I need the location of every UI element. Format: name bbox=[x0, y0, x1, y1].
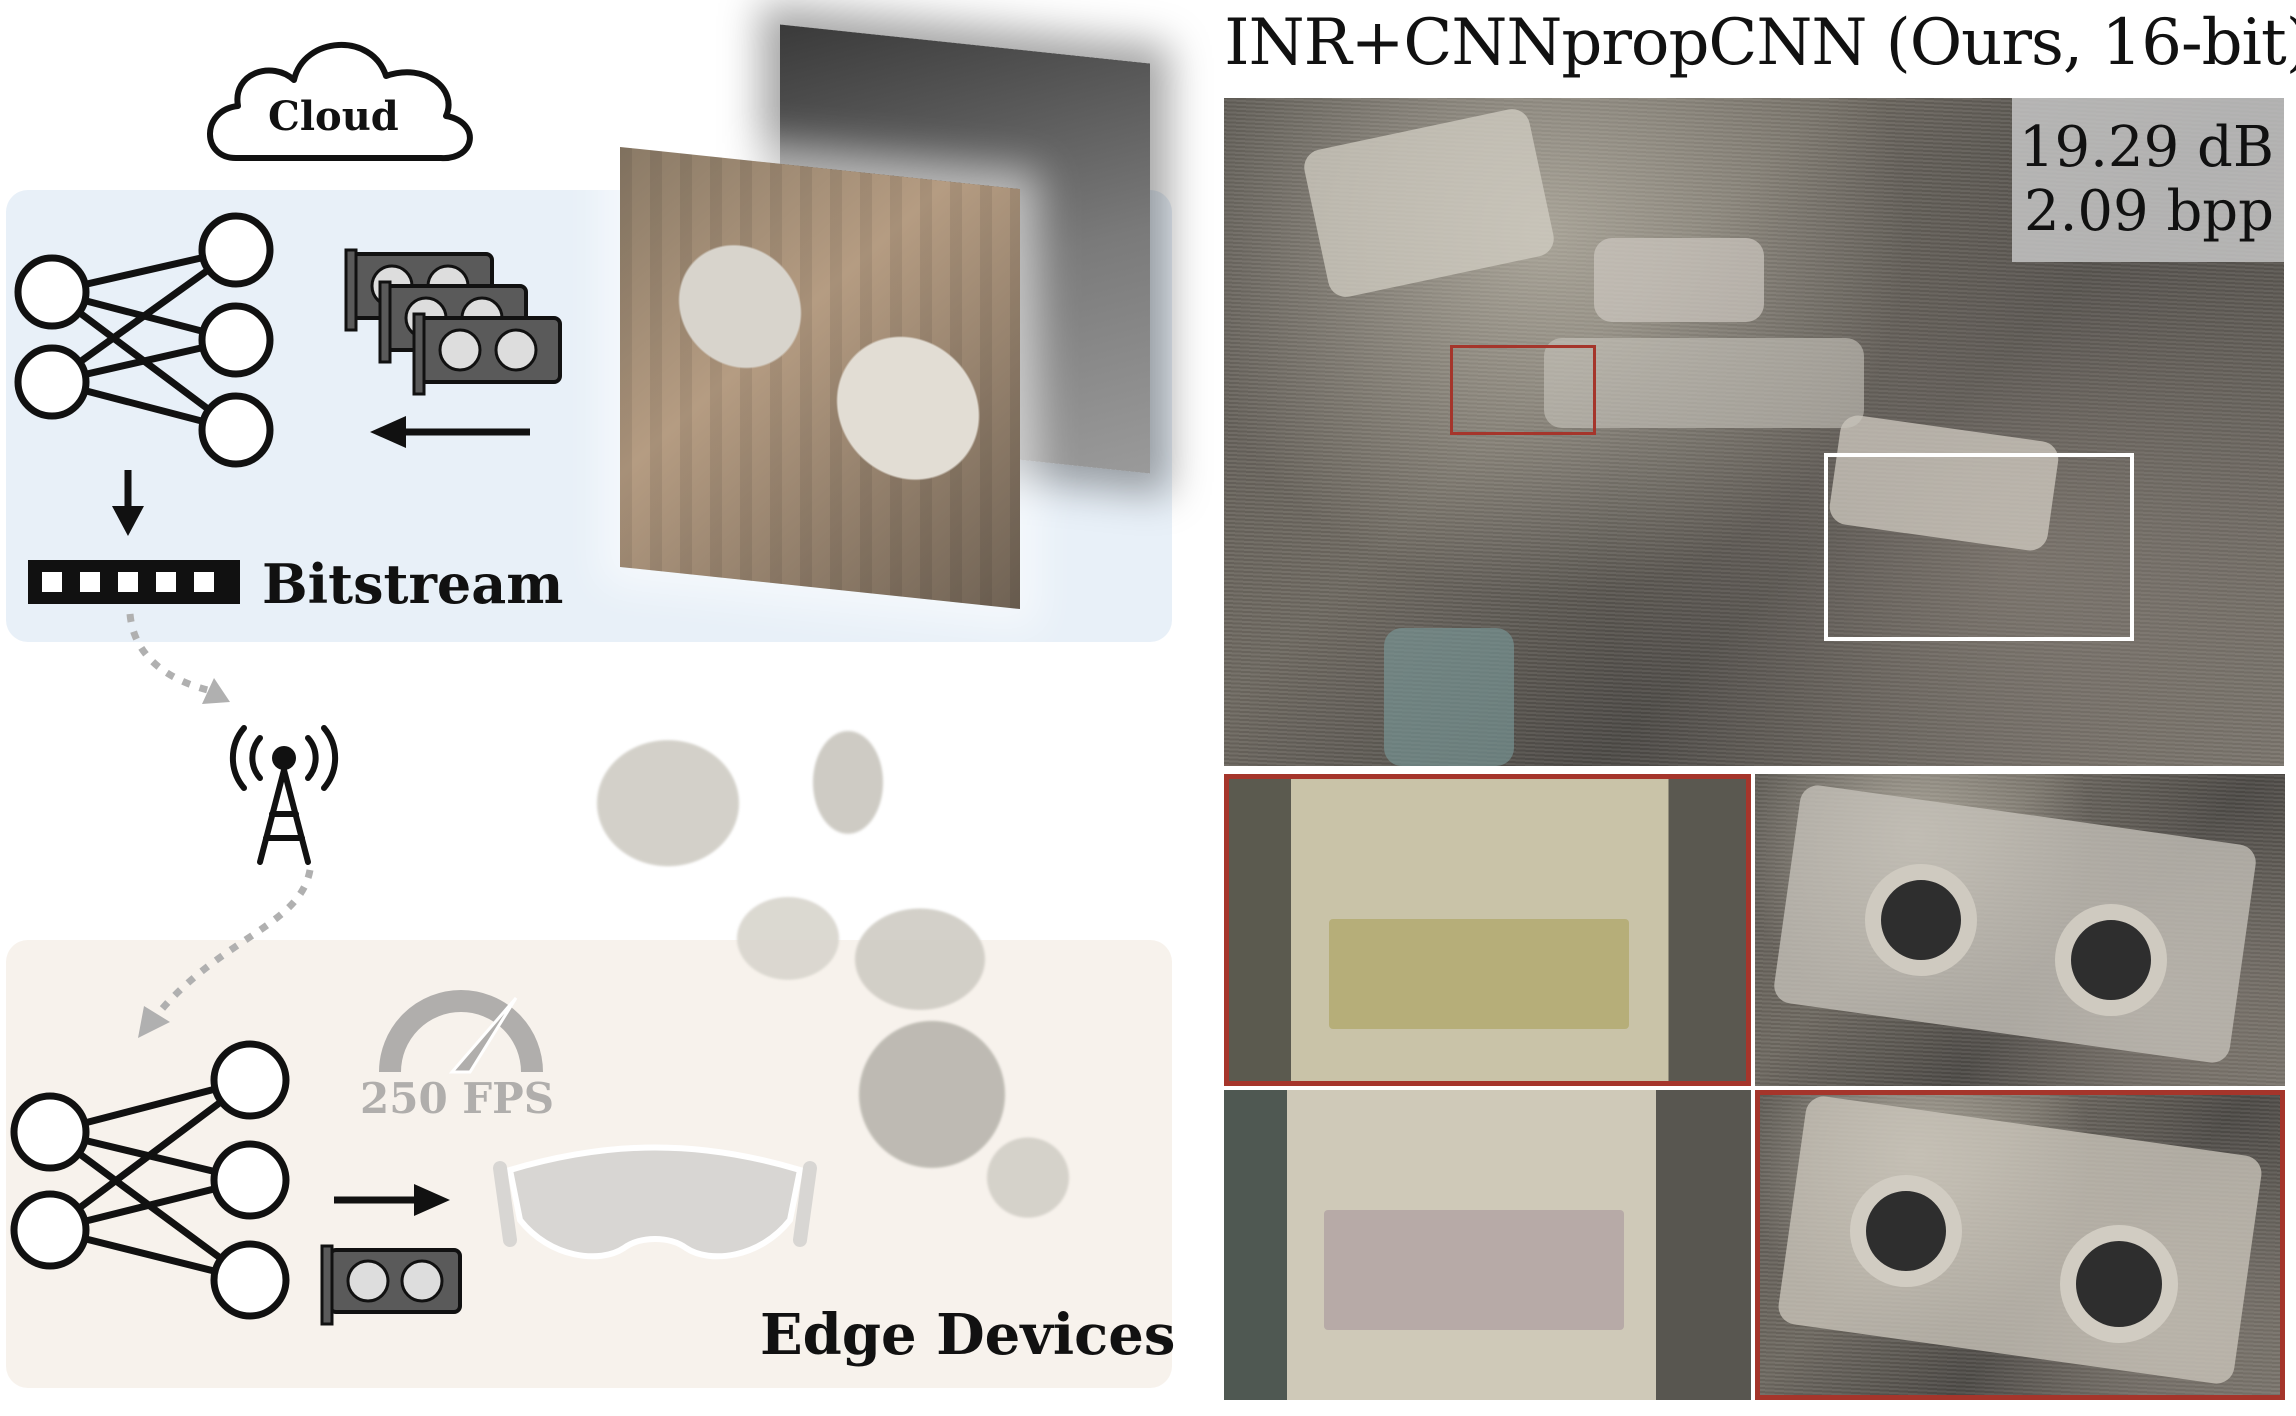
bpp-value: 2.09 bpp bbox=[2023, 179, 2274, 244]
cloud-label: Cloud bbox=[268, 93, 399, 140]
vr-headset-icon bbox=[493, 1144, 817, 1260]
dotted-arrow-to-antenna bbox=[126, 613, 230, 704]
robot-head-left bbox=[1300, 105, 1558, 301]
crop-eye-left bbox=[1865, 864, 1977, 976]
neural-network-icon bbox=[14, 212, 274, 468]
robot-arm bbox=[1544, 338, 1864, 428]
zoom-region-red bbox=[1450, 345, 1596, 435]
gpu-icon bbox=[344, 248, 562, 396]
edge-devices-label: Edge Devices bbox=[760, 1302, 1176, 1368]
zoom-crop-white-ours bbox=[1755, 774, 2285, 1086]
crop-eye-right bbox=[2055, 904, 2167, 1016]
cloud-icon bbox=[207, 41, 473, 162]
crop-robot-head bbox=[1771, 783, 2259, 1065]
antenna-tower-icon bbox=[229, 725, 339, 865]
zoom-crop-red-reference bbox=[1224, 1090, 1751, 1400]
crop-detail bbox=[1324, 1210, 1624, 1330]
gpu-icon bbox=[320, 1244, 462, 1326]
robot-head-right bbox=[1594, 238, 1764, 322]
result-title: INR+CNNpropCNN (Ours, 16-bit) bbox=[1224, 6, 2296, 80]
crop-eye-left bbox=[1850, 1175, 1962, 1287]
arrow-left-icon bbox=[370, 416, 530, 448]
bitstream-label: Bitstream bbox=[262, 552, 564, 616]
crop-detail bbox=[1329, 919, 1629, 1029]
zoom-region-white bbox=[1824, 453, 2134, 641]
color-render-image bbox=[620, 146, 1020, 610]
fps-label: 250 FPS bbox=[360, 1074, 555, 1123]
crop-eye-right bbox=[2060, 1225, 2178, 1343]
arrow-down-icon bbox=[112, 470, 144, 536]
zoom-crop-white-reference bbox=[1755, 1090, 2285, 1400]
neural-network-icon bbox=[10, 1040, 290, 1320]
crop-robot-head bbox=[1776, 1095, 2264, 1386]
arrow-right-icon bbox=[334, 1184, 450, 1216]
metrics-box: 19.29 dB 2.09 bpp bbox=[2012, 98, 2284, 262]
psnr-value: 19.29 dB bbox=[2018, 115, 2274, 180]
bitstream-icon bbox=[28, 560, 240, 604]
speedometer-icon bbox=[379, 990, 543, 1074]
dotted-arrow-to-edge bbox=[138, 869, 314, 1038]
crate bbox=[1384, 628, 1514, 766]
zoom-crop-red-ours bbox=[1224, 774, 1751, 1086]
